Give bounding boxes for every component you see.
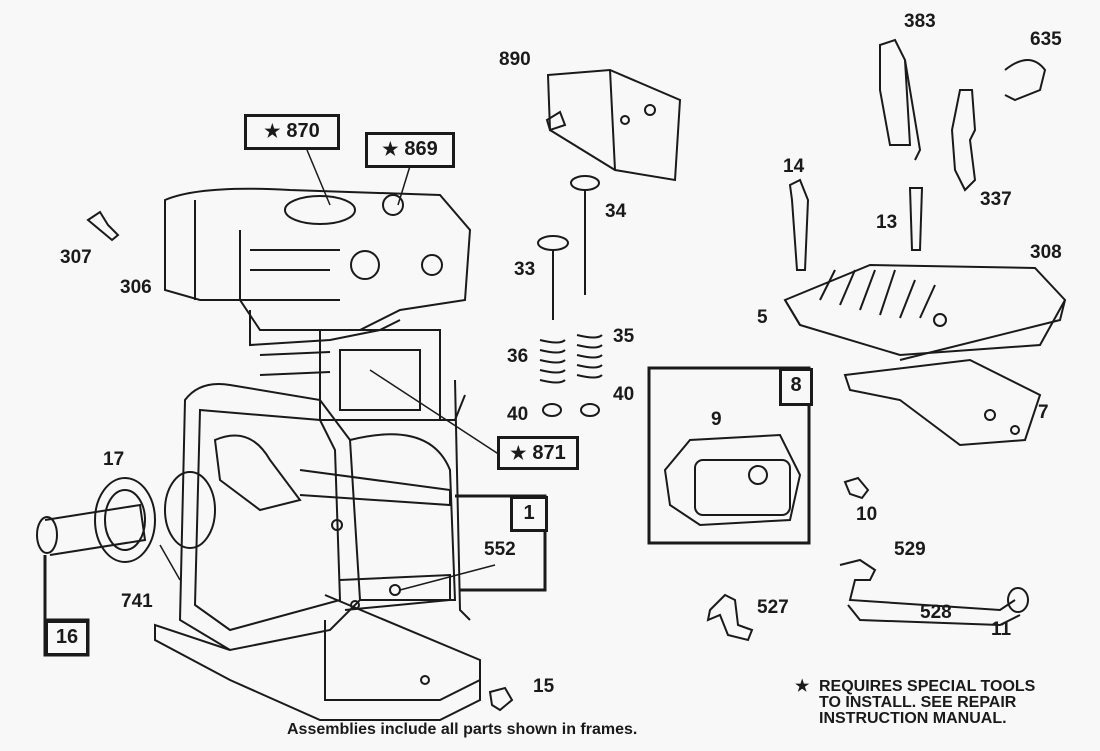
part-label-552: 552 <box>484 539 516 560</box>
special-tool-label-870: ★870 <box>244 114 340 150</box>
special-tool-label-871: ★871 <box>497 436 579 470</box>
part-label-7: 7 <box>1038 402 1049 423</box>
part-label-528: 528 <box>920 602 952 623</box>
part-label-527: 527 <box>757 597 789 618</box>
valves-drawing <box>537 175 603 417</box>
part-label-40: 40 <box>507 404 529 425</box>
frame-1 <box>455 494 547 592</box>
star-icon: ★ <box>795 678 810 695</box>
leader-lines <box>159 149 501 591</box>
bolts-drawing <box>86 178 924 712</box>
part-label-11: 11 <box>991 619 1012 640</box>
star-icon: ★ <box>382 139 399 159</box>
breather-plate-drawing <box>545 68 682 182</box>
breather-assembly-drawing <box>647 366 811 545</box>
special-tools-note: ★ REQUIRES SPECIAL TOOLS TO INSTALL. SEE… <box>795 678 1036 727</box>
star-icon: ★ <box>264 121 281 141</box>
part-label-741: 741 <box>121 591 153 612</box>
assembly-frame-label-16: 16 <box>45 620 89 656</box>
head-gasket-drawing <box>843 358 1042 447</box>
assemblies-footer-note: Assemblies include all parts shown in fr… <box>287 721 638 738</box>
part-label-529: 529 <box>894 539 926 560</box>
part-label-10: 10 <box>856 504 878 525</box>
part-label-306: 306 <box>120 277 152 298</box>
cylinder-head-drawing <box>783 263 1067 361</box>
part-label-9: 9 <box>711 409 722 430</box>
crankshaft-drawing <box>36 434 451 563</box>
cylinder-block-drawing <box>154 187 481 721</box>
assembly-frame-label-8: 8 <box>779 368 813 406</box>
part-label-337: 337 <box>980 189 1012 210</box>
part-label-34: 34 <box>605 201 627 222</box>
part-label-36: 36 <box>507 346 529 367</box>
part-label-383: 383 <box>904 11 936 32</box>
part-label-307: 307 <box>60 247 92 268</box>
part-label-17: 17 <box>103 449 125 470</box>
clamp-drawing <box>706 593 754 642</box>
star-icon: ★ <box>510 443 527 463</box>
part-label-890: 890 <box>499 49 531 70</box>
part-label-13: 13 <box>876 212 898 233</box>
assembly-frame-label-1: 1 <box>510 496 548 532</box>
part-label-33: 33 <box>514 259 536 280</box>
spark-plug-drawing <box>879 38 1047 192</box>
part-label-14: 14 <box>783 156 805 177</box>
part-label-308: 308 <box>1030 242 1062 263</box>
part-label-15: 15 <box>533 676 555 697</box>
part-label-35: 35 <box>613 326 635 347</box>
part-label-635: 635 <box>1030 29 1062 50</box>
breather-tube-drawing <box>839 558 1029 627</box>
special-tool-label-869: ★869 <box>365 132 455 168</box>
part-label-5: 5 <box>757 307 768 328</box>
part-label-40: 40 <box>613 384 635 405</box>
